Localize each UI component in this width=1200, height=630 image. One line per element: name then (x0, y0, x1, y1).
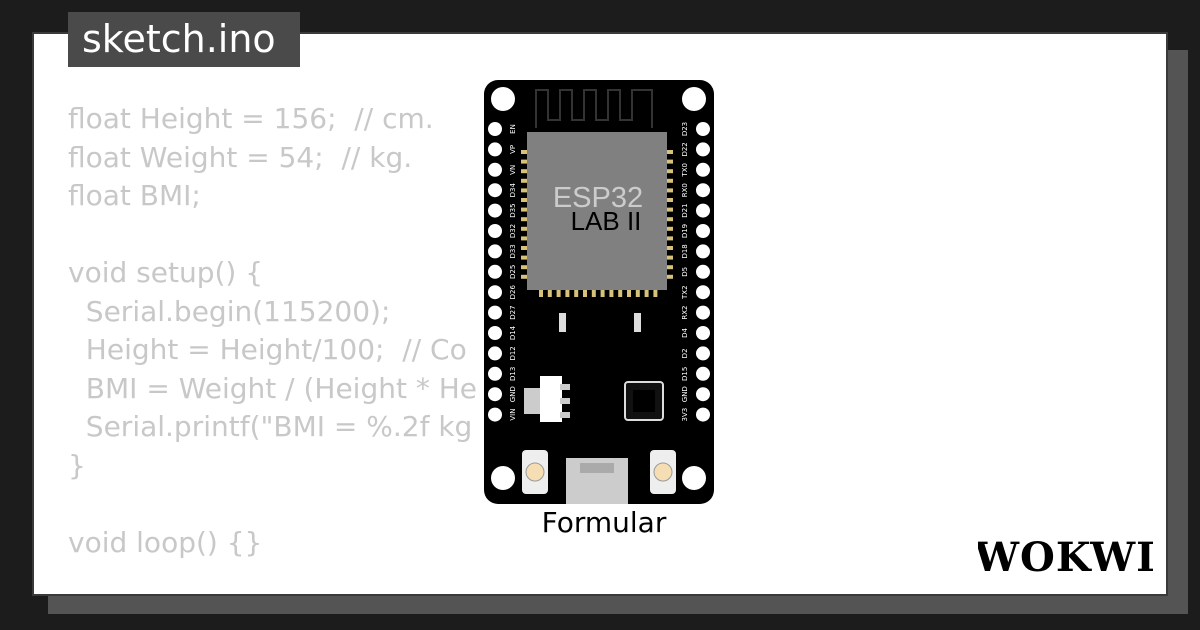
chip-pads (521, 150, 673, 297)
esp32-board[interactable]: ESP32 LAB II EN VP VN D34D35D32D33D25D26D27… (484, 80, 714, 504)
pin-d13[interactable]: D13 (488, 367, 517, 381)
pin-d23[interactable]: D23 (681, 122, 710, 136)
regulator-body (524, 388, 540, 414)
mount-hole (682, 87, 706, 111)
pin-d27[interactable]: D27 (488, 305, 517, 320)
svg-text:D27: D27 (509, 305, 517, 319)
svg-text:D18: D18 (681, 244, 689, 258)
pin-3v3[interactable]: 3V3 (681, 407, 710, 422)
pin-d15[interactable]: D15 (681, 367, 710, 381)
svg-text:D33: D33 (509, 244, 517, 258)
pin-d12[interactable]: D12 (488, 346, 517, 361)
code-editor[interactable]: float Height = 156; // cm. float Weight … (68, 100, 477, 562)
code-line: float Weight = 54; // kg. (68, 140, 413, 174)
chip-sub-label: LAB II (571, 206, 642, 236)
code-line: void loop() {} (68, 525, 263, 559)
pin-d22[interactable]: D22 (681, 142, 710, 157)
svg-text:D35: D35 (509, 203, 517, 217)
code-line: Serial.printf("BMI = %.2f kg (68, 410, 473, 443)
svg-text:TX2: TX2 (681, 285, 689, 300)
svg-text:D32: D32 (509, 224, 517, 238)
svg-text:D14: D14 (509, 325, 517, 340)
svg-text:D12: D12 (509, 346, 517, 360)
svg-text:VIN: VIN (509, 409, 517, 421)
boot-button[interactable] (650, 450, 676, 494)
svg-text:D34: D34 (509, 183, 517, 198)
led (559, 313, 566, 332)
pin-tx0[interactable]: TX0 (681, 162, 710, 178)
brand-wordmark: WOKWI (978, 534, 1153, 581)
pin-d19[interactable]: D19 (681, 224, 710, 238)
pin-d33[interactable]: D33 (488, 244, 517, 259)
pin-gnd[interactable]: GND (681, 386, 710, 402)
pin-vin[interactable]: VIN (488, 407, 517, 422)
mount-hole (491, 87, 515, 111)
code-line: void setup() { (68, 256, 264, 289)
svg-text:TX0: TX0 (681, 163, 689, 178)
pin-vp[interactable]: VP (488, 142, 517, 157)
pin-gnd[interactable]: GND (488, 386, 517, 402)
pin-d5[interactable]: D5 (681, 264, 710, 279)
svg-text:D22: D22 (681, 142, 689, 156)
pin-rx0[interactable]: RX0 (681, 183, 710, 197)
code-line: } (68, 448, 86, 482)
pin-d32[interactable]: D32 (488, 224, 517, 238)
pin-vn[interactable]: VN (488, 162, 517, 177)
esp32-chip (527, 132, 667, 290)
svg-text:D15: D15 (681, 367, 689, 381)
regulator-tab (540, 376, 562, 422)
pin-d14[interactable]: D14 (488, 325, 517, 340)
svg-text:VN: VN (509, 165, 517, 175)
mount-hole (491, 466, 515, 490)
pin-tx2[interactable]: TX2 (681, 285, 710, 300)
part-label: Formular (541, 506, 667, 539)
svg-text:RX0: RX0 (681, 183, 689, 197)
pin-d2[interactable]: D2 (681, 346, 710, 361)
wokwi-logo: WOKWI (978, 534, 1153, 581)
svg-text:GND: GND (681, 386, 689, 402)
mount-hole (682, 466, 706, 490)
led (634, 313, 641, 332)
en-button[interactable] (522, 450, 548, 494)
pin-d35[interactable]: D35 (488, 203, 517, 218)
pin-d34[interactable]: D34 (488, 183, 517, 198)
svg-text:GND: GND (509, 386, 517, 402)
svg-text:D26: D26 (509, 285, 517, 300)
code-line: Serial.begin(115200); (68, 294, 391, 328)
svg-text:VP: VP (509, 145, 517, 154)
antenna-trace (535, 89, 653, 128)
pin-en[interactable]: EN (488, 122, 517, 136)
svg-text:D4: D4 (681, 328, 689, 338)
svg-text:D23: D23 (681, 122, 689, 136)
svg-text:D13: D13 (509, 367, 517, 381)
pin-d25[interactable]: D25 (488, 265, 517, 279)
svg-text:D25: D25 (509, 265, 517, 279)
svg-text:RX2: RX2 (681, 306, 689, 320)
chip-label: ESP32 (553, 182, 643, 214)
pin-d21[interactable]: D21 (681, 203, 710, 218)
svg-text:D19: D19 (681, 224, 689, 238)
svg-text:D2: D2 (681, 348, 689, 358)
pin-rx2[interactable]: RX2 (681, 306, 710, 320)
pin-d18[interactable]: D18 (681, 244, 710, 259)
pin-d26[interactable]: D26 (488, 285, 517, 300)
svg-text:3V3: 3V3 (681, 408, 689, 422)
svg-text:D5: D5 (681, 267, 689, 277)
svg-text:D21: D21 (681, 203, 689, 217)
code-line: Height = Height/100; // Co (68, 333, 467, 366)
pin-d4[interactable]: D4 (681, 326, 710, 340)
code-line: float Height = 156; // cm. (68, 102, 434, 135)
code-line: BMI = Weight / (Height * He (68, 371, 478, 405)
svg-text:EN: EN (509, 124, 517, 134)
sketch-tab-title[interactable]: sketch.ino (68, 12, 300, 67)
code-line: float BMI; (68, 179, 201, 212)
